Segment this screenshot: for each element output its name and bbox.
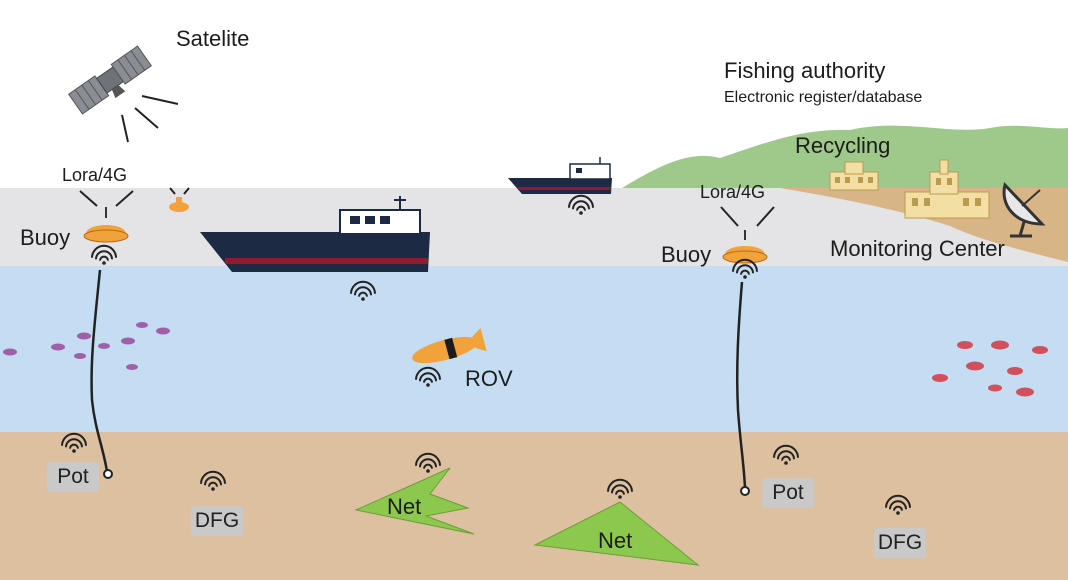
signal-icon-main-vessel xyxy=(350,280,376,301)
lora-link-lines-left xyxy=(79,190,134,207)
fish-school-left xyxy=(3,322,170,370)
net-left-shape xyxy=(354,467,475,535)
fishing-vessel-distant xyxy=(508,157,612,194)
signal-icon-distant-vessel xyxy=(568,194,594,215)
signal-icon-pot-right xyxy=(773,444,799,465)
pot-right-box: Pot xyxy=(762,478,814,508)
rov-label: ROV xyxy=(465,366,513,391)
lora-right-label: Lora/4G xyxy=(700,182,766,202)
net-left-label: Net xyxy=(387,494,422,519)
mooring-line-right xyxy=(735,281,747,489)
buoy-right-label: Buoy xyxy=(661,242,712,267)
satellite-signal-lines xyxy=(121,95,179,143)
signal-icon-net-left xyxy=(415,452,441,473)
lora-link-lines-right xyxy=(720,206,775,227)
buoy-right-icon xyxy=(722,230,768,264)
signal-icon-rov xyxy=(415,366,441,387)
fishing-authority-title: Fishing authority xyxy=(724,58,886,83)
signal-icon-dfg-left xyxy=(200,470,226,491)
mooring-anchor-right xyxy=(740,486,750,496)
rov-icon xyxy=(412,328,487,364)
satellite-label: Satelite xyxy=(176,26,250,51)
signal-icon-net-right xyxy=(607,478,633,499)
fishing-vessel-main xyxy=(200,196,430,272)
monitoring-center-label: Monitoring Center xyxy=(830,236,1005,261)
dfg-left-box: DFG xyxy=(191,506,243,536)
signal-icon-buoy-right xyxy=(732,258,758,279)
fishing-authority-subtitle: Electronic register/database xyxy=(724,89,923,106)
buoy-left-icon xyxy=(83,207,129,243)
signal-icon-dfg-right xyxy=(885,494,911,515)
net-right-shape xyxy=(533,501,700,566)
net-right-label: Net xyxy=(598,528,633,553)
buoy-left-label: Buoy xyxy=(20,225,71,250)
satellite-icon xyxy=(68,45,152,115)
satellite-dish-icon xyxy=(1002,181,1046,238)
dfg-right-box: DFG xyxy=(874,528,926,558)
signal-icons xyxy=(61,194,911,515)
pot-left-box: Pot xyxy=(47,462,99,492)
mooring-line-left xyxy=(90,269,109,473)
signal-icon-buoy-left xyxy=(91,244,117,265)
signal-icon-pot-left xyxy=(61,432,87,453)
mooring-anchor-left xyxy=(103,469,113,479)
recycling-label: Recycling xyxy=(795,133,891,158)
monitoring-center-building xyxy=(904,159,990,219)
lora-left-label: Lora/4G xyxy=(62,165,128,185)
recycling-building xyxy=(829,161,879,191)
fish-school-right xyxy=(932,340,1048,397)
water-zone xyxy=(0,266,1068,432)
relay-buoy-icon xyxy=(169,187,190,212)
